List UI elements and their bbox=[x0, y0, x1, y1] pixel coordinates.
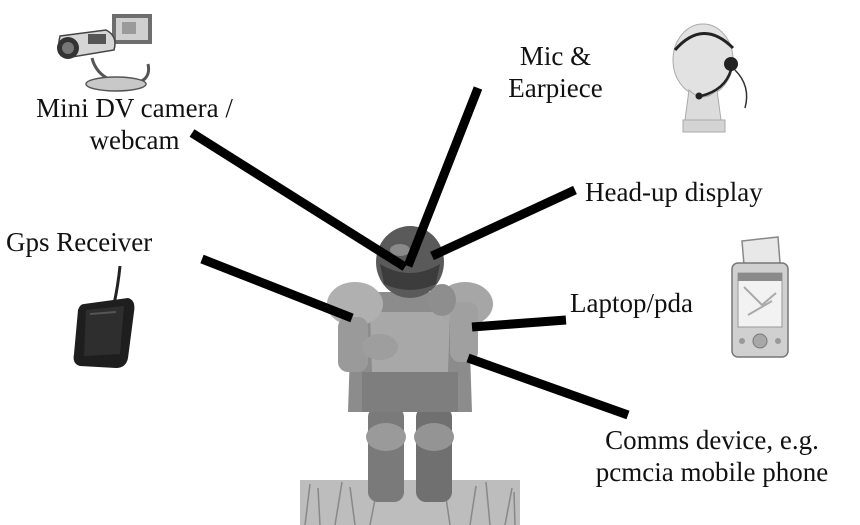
comms-label-line1: Comms device, e.g. bbox=[572, 424, 852, 456]
camera-label-line2: webcam bbox=[12, 124, 257, 156]
pda-device-icon bbox=[722, 235, 796, 360]
mic-label-line1: Mic & bbox=[498, 40, 613, 72]
hud-connector bbox=[432, 190, 575, 256]
comms-connector bbox=[468, 358, 628, 415]
webcam-camera-icon bbox=[52, 12, 154, 94]
comms-label-line2: pcmcia mobile phone bbox=[572, 456, 852, 488]
laptop-label: Laptop/pda bbox=[570, 287, 693, 319]
mannequin-headset-icon bbox=[655, 20, 755, 135]
comms-label: Comms device, e.g. pcmcia mobile phone bbox=[572, 424, 852, 488]
gps-receiver-icon bbox=[70, 262, 140, 372]
mic-label: Mic & Earpiece bbox=[498, 40, 613, 104]
gps-label: Gps Receiver bbox=[6, 226, 152, 258]
camera-label-line1: Mini DV camera / bbox=[12, 92, 257, 124]
gps-connector bbox=[202, 259, 352, 318]
laptop-connector bbox=[472, 320, 566, 327]
hud-label: Head-up display bbox=[585, 176, 763, 208]
camera-label: Mini DV camera / webcam bbox=[12, 92, 257, 156]
mic-label-line2: Earpiece bbox=[498, 72, 613, 104]
